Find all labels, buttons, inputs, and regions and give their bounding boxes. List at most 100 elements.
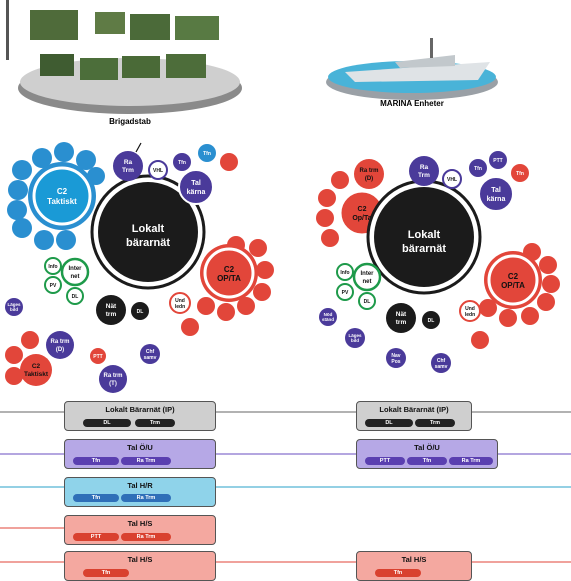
left-und-ledn-label: Und (175, 298, 185, 304)
right-dl-2 (422, 311, 440, 329)
left-red-bubbles (181, 236, 274, 336)
pill-ra-trm: Ra Trm (121, 533, 171, 541)
right-nav-pos-label-2: Pos (391, 359, 400, 365)
left-info-label: Info (48, 264, 57, 270)
left-dl-1-label: DL (72, 294, 79, 300)
right-pv-label: PV (342, 290, 349, 296)
left-internet-label-2: net (71, 274, 80, 280)
navy-ship-illustration (326, 38, 498, 100)
left-dl-1 (66, 287, 84, 305)
box-tal-hr-left: Tal H/R Tfn Ra Trm (64, 477, 216, 507)
box-title: Tal H/R (127, 481, 153, 490)
left-und-ledn (169, 292, 191, 314)
right-pv (336, 283, 354, 301)
right-chf-samv (431, 353, 451, 373)
left-ra-trm-label-2: Trm (122, 167, 134, 174)
box-title: Tal H/S (401, 555, 427, 564)
left-vhl-label: VHL (153, 168, 163, 174)
left-vhl (148, 160, 168, 180)
box-title: Lokalt Bärarnät (IP) (105, 405, 175, 414)
left-red-bottom-bubbles (5, 331, 52, 386)
right-lages-bild-label: Läges (348, 333, 362, 338)
right-internet (352, 262, 382, 292)
box-title: Tal Ö/U (414, 443, 440, 452)
box-tal-ou-left: Tal Ö/U Tfn Ra Trm (64, 439, 216, 469)
right-und-ledn-label-2: ledn (465, 312, 475, 318)
left-c2-opta-label-2: OP/TA (217, 274, 241, 283)
box-title: Tal Ö/U (127, 443, 153, 452)
box-tal-ou-right: Tal Ö/U PTT Tfn Ra Trm (356, 439, 498, 469)
right-c2-opta-label: C2 (508, 272, 519, 281)
brigade-staff-illustration (6, 0, 242, 114)
right-nat-trm (386, 303, 416, 333)
left-ra-trm-t-label: Ra trm (103, 373, 122, 379)
left-red-dot (220, 153, 238, 171)
right-und-ledn (459, 300, 481, 322)
right-c2-opta-left-label: C2 (358, 206, 367, 213)
right-dl-1-label: DL (364, 299, 371, 305)
right-nat-trm-label-2: trm (396, 319, 407, 326)
right-cluster: C2 Op/Ta Ra trm (D) Lokalt bärarnät Ra T… (316, 151, 560, 373)
left-nat-trm-label-2: trm (106, 311, 117, 318)
right-tfn (469, 159, 487, 177)
left-internet (60, 257, 90, 287)
pill-ptt: PTT (73, 533, 119, 541)
right-lages-bild (345, 328, 365, 348)
box-title: Tal H/S (127, 555, 153, 564)
right-red-bubbles (471, 243, 560, 349)
pill-trm: Trm (415, 419, 455, 427)
left-tal-karna (178, 169, 214, 205)
right-lages-bild-label-2: bild (351, 338, 359, 343)
left-hub-label: Lokalt (132, 223, 165, 235)
pill-ra-trm: Ra Trm (121, 457, 171, 465)
right-internet-label: Inter (360, 271, 374, 277)
right-c2-opta-label-2: OP/TA (501, 281, 525, 290)
right-dl-2-label: DL (428, 318, 435, 324)
right-ra-trm (409, 156, 439, 186)
pill-dl: DL (83, 419, 131, 427)
right-tal-karna-label-2: kärna (487, 196, 506, 203)
left-lages-bild (5, 298, 23, 316)
pill-dl: DL (365, 419, 413, 427)
left-chf-samv-label: Chf (146, 349, 155, 355)
left-tal-karna-label-2: kärna (187, 189, 206, 196)
left-tfn-2-label: Tfn (203, 151, 211, 157)
right-ptt (489, 151, 507, 169)
left-blue-bubbles (7, 142, 105, 250)
right-tfn-2-label: Tfn (516, 171, 524, 177)
box-lokalt-bararnat-right: Lokalt Bärarnät (IP) DL Trm (356, 401, 472, 431)
right-ra-trm-label: Ra (420, 164, 429, 171)
node-c2-taktiskt-sub: Taktiskt (47, 197, 77, 206)
left-und-ledn-label-2: ledn (175, 304, 185, 310)
right-tal-karna-label: Tal (491, 187, 501, 194)
box-tal-hs-left-1: Tal H/S PTT Ra Trm (64, 515, 216, 545)
right-ra-trm-d-label: Ra trm (359, 168, 378, 174)
right-internet-label-2: net (363, 279, 372, 285)
right-ra-trm-label-2: Trm (418, 172, 430, 179)
left-tfn (173, 153, 191, 171)
left-ra-trm-d-label: Ra trm (50, 339, 69, 345)
right-vhl-label: VHL (447, 177, 457, 183)
left-chf-samv-label-2: samv (144, 355, 157, 361)
left-cluster: C2 Taktiskt Lokalt bärarnät Ra Trm VHL T… (5, 142, 274, 393)
left-lages-bild-label: Läges (7, 302, 21, 307)
left-pv (44, 276, 62, 294)
box-title: Tal H/S (127, 519, 153, 528)
right-nod-stand-label: Nöd (324, 312, 333, 317)
brigade-caption: Brigadstab (109, 117, 151, 126)
right-c2-opta-left-label-2: Op/Ta (352, 215, 371, 222)
left-nat-trm-label: Nät (106, 303, 117, 310)
pill-ra-trm: Ra Trm (121, 494, 171, 502)
pill-tfn: Tfn (83, 569, 129, 577)
right-nav-pos-label: Nav (391, 353, 400, 359)
right-tfn-label: Tfn (474, 166, 482, 172)
right-info (336, 263, 354, 281)
right-nod-stand (319, 308, 337, 326)
left-hub-label-2: bärarnät (126, 237, 170, 249)
left-ra-trm-t (99, 365, 127, 393)
pill-ra-trm: Ra Trm (449, 457, 493, 465)
left-c2-taktiskt-2-label-2: Taktiskt (24, 371, 49, 378)
left-info (44, 257, 62, 275)
right-und-ledn-label: Und (465, 306, 475, 312)
left-ra-trm-d-label-2: (D) (56, 347, 64, 353)
